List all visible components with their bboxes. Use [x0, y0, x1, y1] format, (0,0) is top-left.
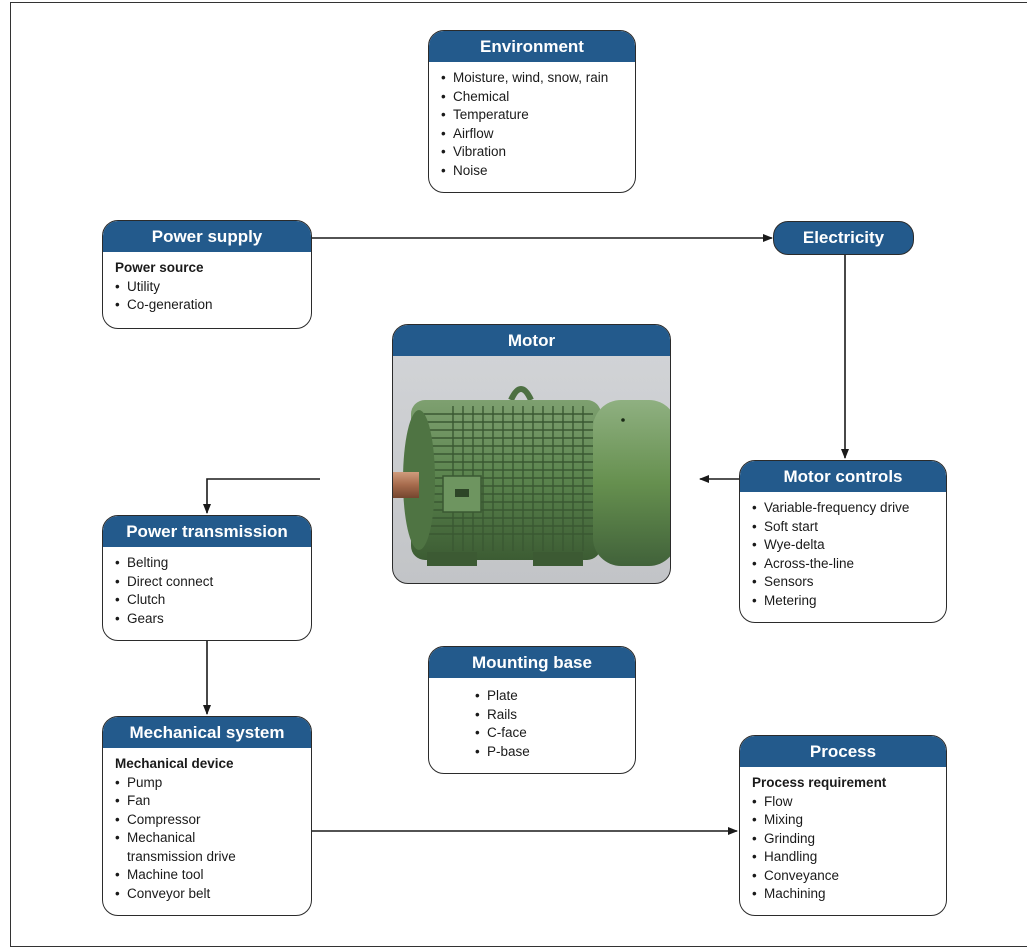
list-item: C-face: [475, 724, 635, 743]
mechanical-system-subtitle: Mechanical device: [115, 756, 234, 771]
environment-list: Moisture, wind, snow, rainChemicalTemper…: [441, 69, 635, 180]
motor-controls-box: Motor controls Variable-frequency driveS…: [739, 460, 947, 623]
list-item: Chemical: [441, 88, 635, 107]
list-item: Conveyance: [752, 867, 946, 886]
list-item: Rails: [475, 706, 635, 725]
power-supply-box: Power supply Power source UtilityCo-gene…: [102, 220, 312, 329]
motor-image: [393, 386, 670, 566]
power-transmission-title: Power transmission: [103, 516, 311, 547]
power-transmission-box: Power transmission BeltingDirect connect…: [102, 515, 312, 641]
list-item: Conveyor belt: [115, 885, 311, 904]
list-item: Soft start: [752, 518, 946, 537]
list-item: Handling: [752, 848, 946, 867]
motor-box: Motor: [392, 324, 671, 584]
list-item: Moisture, wind, snow, rain: [441, 69, 635, 88]
environment-title: Environment: [429, 31, 635, 62]
list-item: Across-the-line: [752, 555, 946, 574]
motor-title: Motor: [393, 325, 670, 356]
mounting-base-box: Mounting base PlateRailsC-faceP-base: [428, 646, 636, 774]
list-item: Grinding: [752, 830, 946, 849]
motor-controls-list: Variable-frequency driveSoft startWye-de…: [752, 499, 946, 610]
list-item: Fan: [115, 792, 311, 811]
list-item: Airflow: [441, 125, 635, 144]
list-item: transmission drive: [127, 848, 236, 864]
list-item: Clutch: [115, 591, 311, 610]
mounting-base-list: PlateRailsC-faceP-base: [475, 687, 635, 761]
power-supply-title: Power supply: [103, 221, 311, 252]
list-item: Flow: [752, 793, 946, 812]
process-box: Process Process requirement FlowMixingGr…: [739, 735, 947, 916]
mechanical-system-list: PumpFanCompressorMechanicaltransmission …: [115, 774, 311, 904]
list-item: Wye-delta: [752, 536, 946, 555]
process-title: Process: [740, 736, 946, 767]
list-item: Mixing: [752, 811, 946, 830]
list-item: Machining: [752, 885, 946, 904]
list-item: Vibration: [441, 143, 635, 162]
mechanical-system-box: Mechanical system Mechanical device Pump…: [102, 716, 312, 916]
environment-box: Environment Moisture, wind, snow, rainCh…: [428, 30, 636, 193]
list-item: Compressor: [115, 811, 311, 830]
mechanical-system-title: Mechanical system: [103, 717, 311, 748]
arrow-motor-to-power-transmission: [203, 478, 320, 514]
power-supply-subtitle: Power source: [115, 260, 204, 275]
list-item: Utility: [115, 278, 311, 297]
list-item: Machine tool: [115, 866, 311, 885]
list-item: Co-generation: [115, 296, 311, 315]
power-transmission-list: BeltingDirect connectClutchGears: [115, 554, 311, 628]
list-item: Variable-frequency drive: [752, 499, 946, 518]
electricity-pill: Electricity: [773, 221, 914, 255]
list-item: Sensors: [752, 573, 946, 592]
mounting-base-title: Mounting base: [429, 647, 635, 678]
process-subtitle: Process requirement: [752, 775, 887, 790]
power-supply-list: UtilityCo-generation: [115, 278, 311, 315]
list-item: Plate: [475, 687, 635, 706]
list-item: Pump: [115, 774, 311, 793]
process-list: FlowMixingGrindingHandlingConveyanceMach…: [752, 793, 946, 904]
list-item: Belting: [115, 554, 311, 573]
list-item: Gears: [115, 610, 311, 629]
list-item: Mechanical: [115, 829, 311, 848]
motor-controls-title: Motor controls: [740, 461, 946, 492]
list-item: P-base: [475, 743, 635, 762]
list-item: Direct connect: [115, 573, 311, 592]
list-item: Metering: [752, 592, 946, 611]
list-item: Noise: [441, 162, 635, 181]
list-item: Temperature: [441, 106, 635, 125]
